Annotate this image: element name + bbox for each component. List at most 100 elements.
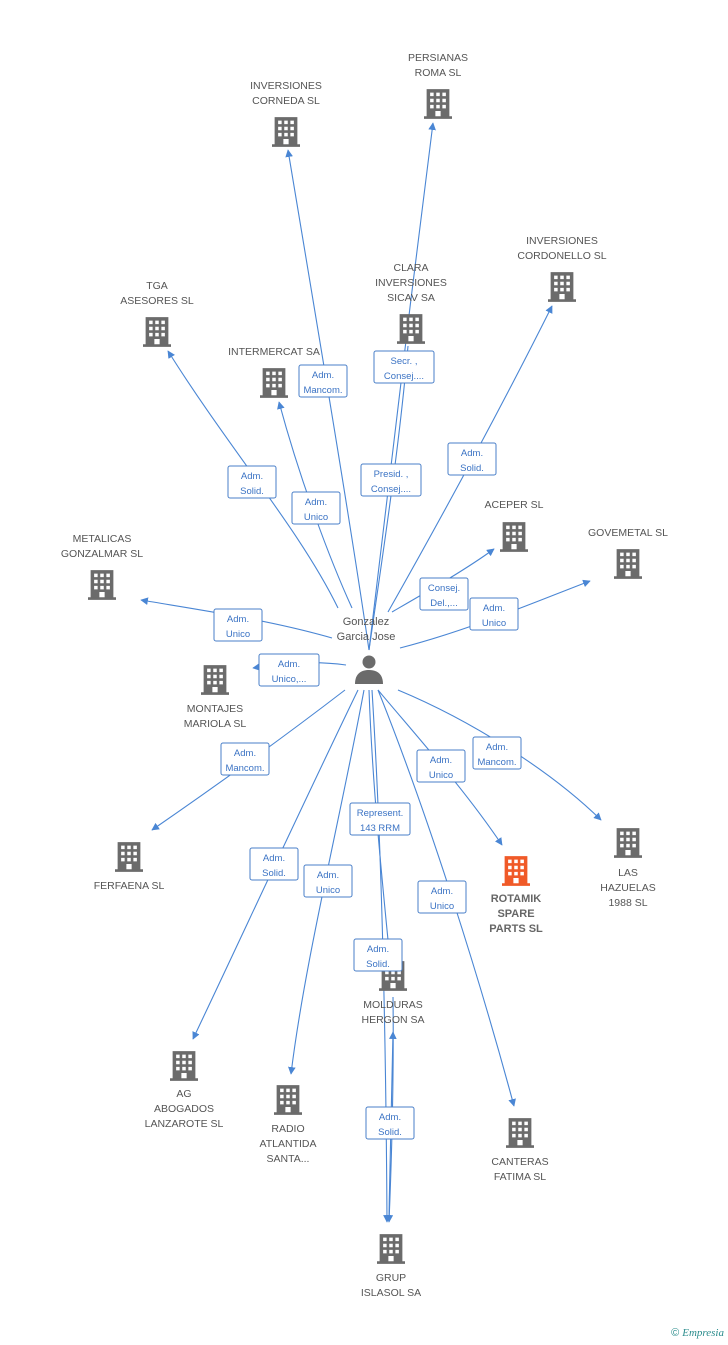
relation-box [227, 465, 277, 499]
relation-label-persianas[interactable]: Secr. ,Consej.... [373, 350, 435, 384]
relation-box [365, 1106, 415, 1140]
building-icon [500, 522, 528, 552]
relation-text: Unico [430, 901, 454, 912]
company-node-intermercat[interactable]: INTERMERCAT SA [228, 346, 320, 398]
relation-box [447, 442, 497, 476]
company-node-ferfaena[interactable]: FERFAENA SL [94, 842, 165, 892]
relation-box [258, 653, 320, 687]
relation-text: Solid. [262, 868, 286, 879]
node-label-line: CLARA [393, 262, 428, 274]
node-label-line: MONTAJES [187, 703, 243, 715]
relation-label-grup[interactable]: Adm.Solid. [365, 1106, 415, 1140]
relation-text: Adm. [486, 742, 508, 753]
company-node-metalicas[interactable]: METALICAS GONZALMAR SL [61, 533, 143, 600]
relation-text: Del.,... [430, 598, 457, 609]
building-icon [506, 1118, 534, 1148]
relation-label-molduras[interactable]: Represent.143 RRM [349, 802, 411, 836]
relation-label-montajes[interactable]: Adm.Unico,... [258, 653, 320, 687]
company-node-montajes[interactable]: MONTAJES MARIOLA SL [184, 665, 247, 730]
relation-text: Solid. [240, 486, 264, 497]
relation-text: Mancom. [225, 763, 264, 774]
relation-label-corneda[interactable]: Adm. Mancom. [298, 364, 348, 398]
relation-box [303, 864, 353, 898]
person-name-line: Garcia Jose [337, 631, 396, 643]
relation-label-ag[interactable]: Adm. Solid. [249, 847, 299, 881]
person-icon [355, 655, 383, 684]
node-label-line: GONZALMAR SL [61, 548, 143, 560]
relation-label-tga[interactable]: Adm. Solid. [227, 465, 277, 499]
relation-label-ferfaena[interactable]: Adm.Mancom. [220, 742, 270, 776]
relation-text: 143 RRM [360, 823, 400, 834]
relation-text: Unico [226, 629, 250, 640]
relation-text: Adm. [263, 853, 285, 864]
company-node-tga[interactable]: TGA ASESORES SL [120, 280, 194, 347]
building-icon [377, 1234, 405, 1264]
relation-text: Unico [316, 885, 340, 896]
empresia-logo[interactable]: ©Empresia [671, 1327, 724, 1339]
company-node-radio[interactable]: RADIOATLANTIDASANTA... [260, 1085, 317, 1165]
building-icon [272, 117, 300, 147]
node-label-line: ASESORES SL [120, 295, 194, 307]
relation-box [249, 847, 299, 881]
company-node-aceper[interactable]: ACEPER SL [485, 499, 544, 552]
node-label-line: ISLASOL SA [361, 1287, 421, 1299]
relation-label-intermercat[interactable]: Adm.Unico [291, 491, 341, 525]
relation-text: Mancom. [303, 385, 342, 396]
relation-label-hazuelas[interactable]: Adm.Mancom. [472, 736, 522, 770]
node-label-line: ROMA SL [415, 67, 462, 79]
relation-box [220, 742, 270, 776]
relation-label-cordonello[interactable]: Adm.Solid. [447, 442, 497, 476]
node-label-line: LAS [618, 867, 638, 879]
node-label-line: CORDONELLO SL [517, 250, 606, 262]
relation-label-canteras[interactable]: Adm.Unico [417, 880, 467, 914]
relation-box [291, 491, 341, 525]
node-label-line: 1988 SL [608, 897, 647, 909]
relation-label-rotamik[interactable]: Adm.Unico [416, 749, 466, 783]
company-node-govemetal[interactable]: GOVEMETAL SL [588, 527, 668, 579]
node-label-line: MARIOLA SL [184, 718, 247, 730]
node-label-line: ATLANTIDA [260, 1138, 317, 1150]
building-icon [502, 856, 530, 886]
relation-text: Consej.... [384, 371, 424, 382]
node-label-line: ROTAMIK [491, 893, 542, 905]
relation-text: Consej. [428, 583, 460, 594]
relation-text: Adm. [430, 755, 452, 766]
relation-text: Solid. [378, 1127, 402, 1138]
relation-box [469, 597, 519, 631]
relation-label-radio[interactable]: Adm.Unico [303, 864, 353, 898]
relation-box [373, 350, 435, 384]
relation-box [417, 880, 467, 914]
relation-text: Adm. [241, 471, 263, 482]
node-label-line: SANTA... [267, 1153, 310, 1165]
node-label-line: METALICAS [73, 533, 132, 545]
relation-box [298, 364, 348, 398]
relation-box [360, 463, 422, 497]
node-label-line: CANTERAS [491, 1156, 548, 1168]
relation-text: Solid. [366, 959, 390, 970]
relation-text: Unico,... [272, 674, 307, 685]
edge-to-corneda [285, 149, 370, 651]
building-icon [548, 272, 576, 302]
relation-label-grup[interactable]: Adm.Solid. [353, 938, 403, 972]
building-icon [115, 842, 143, 872]
node-label-line: INVERSIONES [250, 80, 322, 92]
relation-label-clara[interactable]: Presid. ,Consej.... [360, 463, 422, 497]
building-icon [424, 89, 452, 119]
relation-label-govemetal[interactable]: Adm.Unico [469, 597, 519, 631]
relation-label-aceper[interactable]: Consej. Del.,... [419, 577, 469, 611]
node-label-line: TGA [146, 280, 168, 292]
relation-label-metalicas[interactable]: Adm.Unico [213, 608, 263, 642]
relation-text: Adm. [312, 370, 334, 381]
